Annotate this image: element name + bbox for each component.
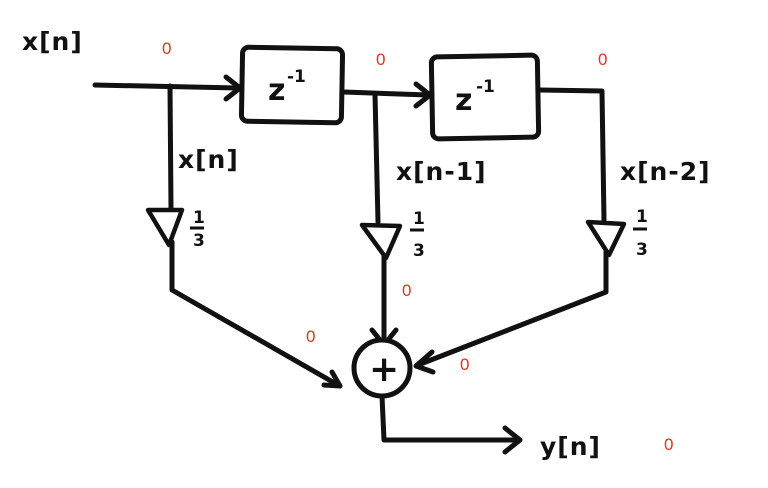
delay-link-wire xyxy=(341,89,431,98)
tap-0-wire xyxy=(167,83,174,211)
output-wire xyxy=(379,393,521,443)
gain-triangle-2[interactable] xyxy=(585,219,627,258)
tap-2-wire-lower xyxy=(415,249,609,368)
output-arrowhead xyxy=(502,425,523,455)
tap-1-wire xyxy=(372,91,381,225)
tap-2-signal-label: x[n-2] xyxy=(620,157,711,186)
delay-2-base: z xyxy=(455,83,472,118)
delay-2-out-wire xyxy=(537,87,607,223)
center-path-value: 0 xyxy=(402,281,411,300)
gain-1-denominator: 3 xyxy=(413,241,425,261)
input-value: 0 xyxy=(162,39,171,58)
gain-triangle-1[interactable] xyxy=(359,222,403,261)
gain-2-denominator: 3 xyxy=(636,240,648,260)
delay-2-output-value: 0 xyxy=(598,50,607,69)
left-sum-arrowhead xyxy=(321,369,343,389)
tap-0-signal-label: x[n] xyxy=(178,145,239,174)
input-signal-label: x[n] xyxy=(22,27,83,56)
delay-block-2[interactable] xyxy=(428,52,542,142)
delay-1-exponent: -1 xyxy=(287,67,306,87)
gain-2-numerator: 1 xyxy=(636,207,648,227)
adder-symbol: + xyxy=(369,349,399,390)
left-sum-input-value: 0 xyxy=(306,327,315,346)
output-value: 0 xyxy=(664,435,673,454)
delay-2-exponent: -1 xyxy=(476,77,495,97)
tap-0-wire-lower xyxy=(169,239,341,388)
right-sum-arrowhead xyxy=(413,349,436,375)
delay-1-base: z xyxy=(268,73,285,108)
gain-1-numerator: 1 xyxy=(413,209,425,229)
gain-0-denominator: 3 xyxy=(193,231,205,251)
input-wire xyxy=(92,82,241,91)
output-signal-label: y[n] xyxy=(540,432,601,461)
gain-triangle-0[interactable] xyxy=(145,207,185,248)
delay-block-1[interactable] xyxy=(238,44,346,126)
gain-0-numerator: 1 xyxy=(193,208,205,228)
delay-1-output-value: 0 xyxy=(376,50,385,69)
right-sum-input-value: 0 xyxy=(460,355,469,374)
tap-1-signal-label: x[n-1] xyxy=(396,157,487,186)
